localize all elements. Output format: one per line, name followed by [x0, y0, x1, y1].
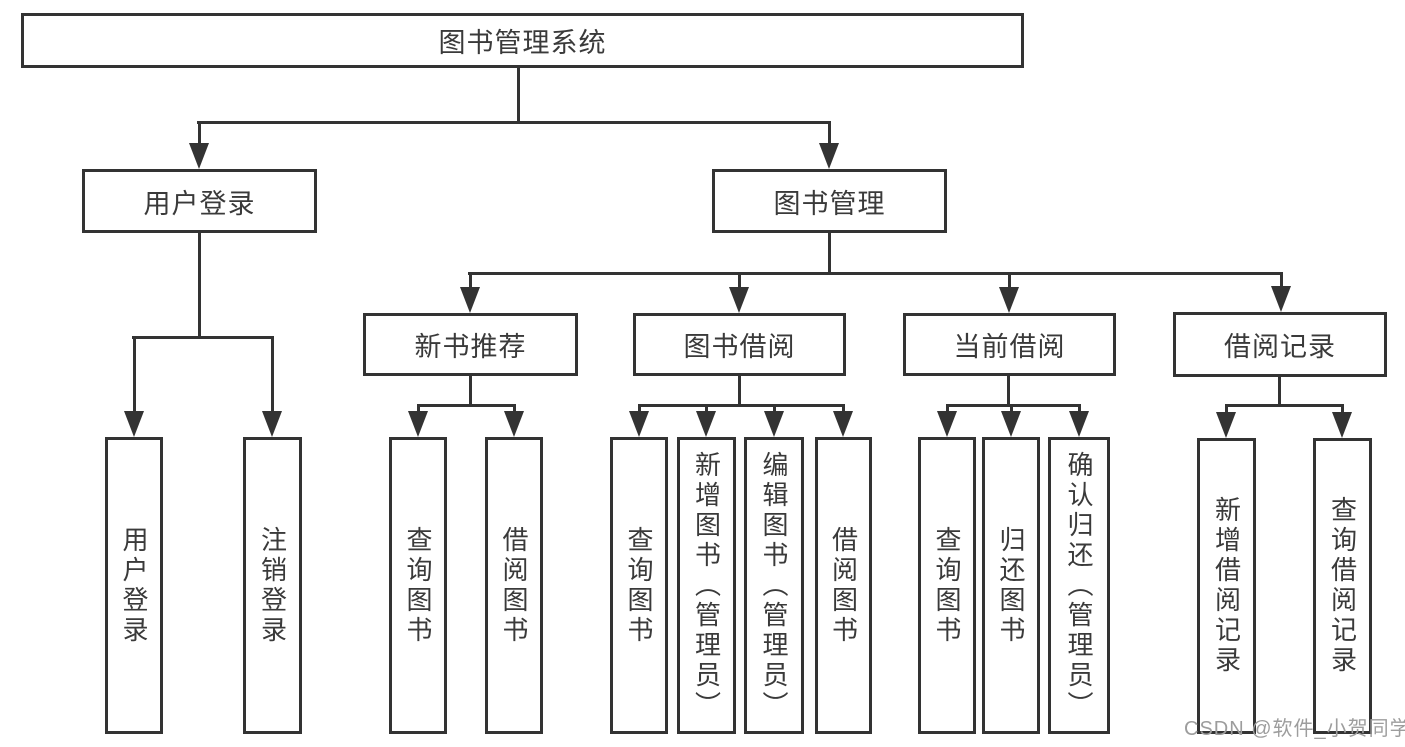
leaf-add-borrow-record: 新增借阅记录 [1197, 438, 1256, 734]
leaf-edit-books-admin: 编辑图书（管理员） [744, 437, 804, 734]
leaf-query-books-recommend: 查询图书 [389, 437, 447, 734]
arrow-down-icon [629, 404, 649, 437]
arrow-down-icon [262, 336, 282, 437]
arrow-down-icon [504, 404, 524, 437]
node-book-borrowing: 图书借阅 [633, 313, 846, 376]
connector-line [132, 336, 274, 339]
leaf-logout: 注销登录 [243, 437, 302, 734]
arrow-down-icon [696, 404, 716, 437]
arrow-down-icon [937, 404, 957, 437]
leaf-user-login: 用户登录 [105, 437, 163, 734]
connector-line [946, 404, 1080, 407]
connector-line [468, 272, 1282, 275]
leaf-query-books-borrowing: 查询图书 [610, 437, 668, 734]
leaf-query-books-current: 查询图书 [918, 437, 976, 734]
connector-line [1007, 376, 1010, 407]
csdn-watermark: CSDN @软件_小贺同学 [1184, 718, 1405, 740]
leaf-query-borrow-record: 查询借阅记录 [1313, 438, 1372, 734]
arrow-down-icon [819, 121, 839, 169]
leaf-borrow-books-recommend: 借阅图书 [485, 437, 543, 734]
arrow-down-icon [999, 272, 1019, 313]
connector-line [517, 67, 520, 124]
node-new-book-recommend: 新书推荐 [363, 313, 578, 376]
arrow-down-icon [460, 272, 480, 313]
connector-line [469, 376, 472, 407]
arrow-down-icon [833, 404, 853, 437]
arrow-down-icon [1271, 272, 1291, 312]
connector-line [198, 233, 201, 339]
leaf-return-books: 归还图书 [982, 437, 1040, 734]
arrow-down-icon [408, 404, 428, 437]
arrow-down-icon [729, 272, 749, 313]
node-book-management: 图书管理 [712, 169, 947, 233]
leaf-confirm-return-admin: 确认归还（管理员） [1048, 437, 1110, 734]
connector-line [417, 404, 516, 407]
arrow-down-icon [1216, 404, 1236, 438]
arrow-down-icon [1001, 404, 1021, 437]
node-borrow-records: 借阅记录 [1173, 312, 1387, 377]
connector-line [1225, 404, 1344, 407]
leaf-add-books-admin: 新增图书（管理员） [677, 437, 736, 734]
connector-line [197, 121, 831, 124]
node-current-borrowing: 当前借阅 [903, 313, 1116, 376]
node-root-library-system: 图书管理系统 [21, 13, 1024, 68]
arrow-down-icon [124, 336, 144, 437]
connector-line [738, 376, 741, 407]
arrow-down-icon [1332, 404, 1352, 438]
connector-line [638, 404, 845, 407]
connector-line [828, 233, 831, 275]
arrow-down-icon [764, 404, 784, 437]
connector-line [1278, 377, 1281, 407]
leaf-borrow-books-borrowing: 借阅图书 [815, 437, 872, 734]
arrow-down-icon [189, 121, 209, 169]
arrow-down-icon [1069, 404, 1089, 437]
node-user-login: 用户登录 [82, 169, 317, 233]
